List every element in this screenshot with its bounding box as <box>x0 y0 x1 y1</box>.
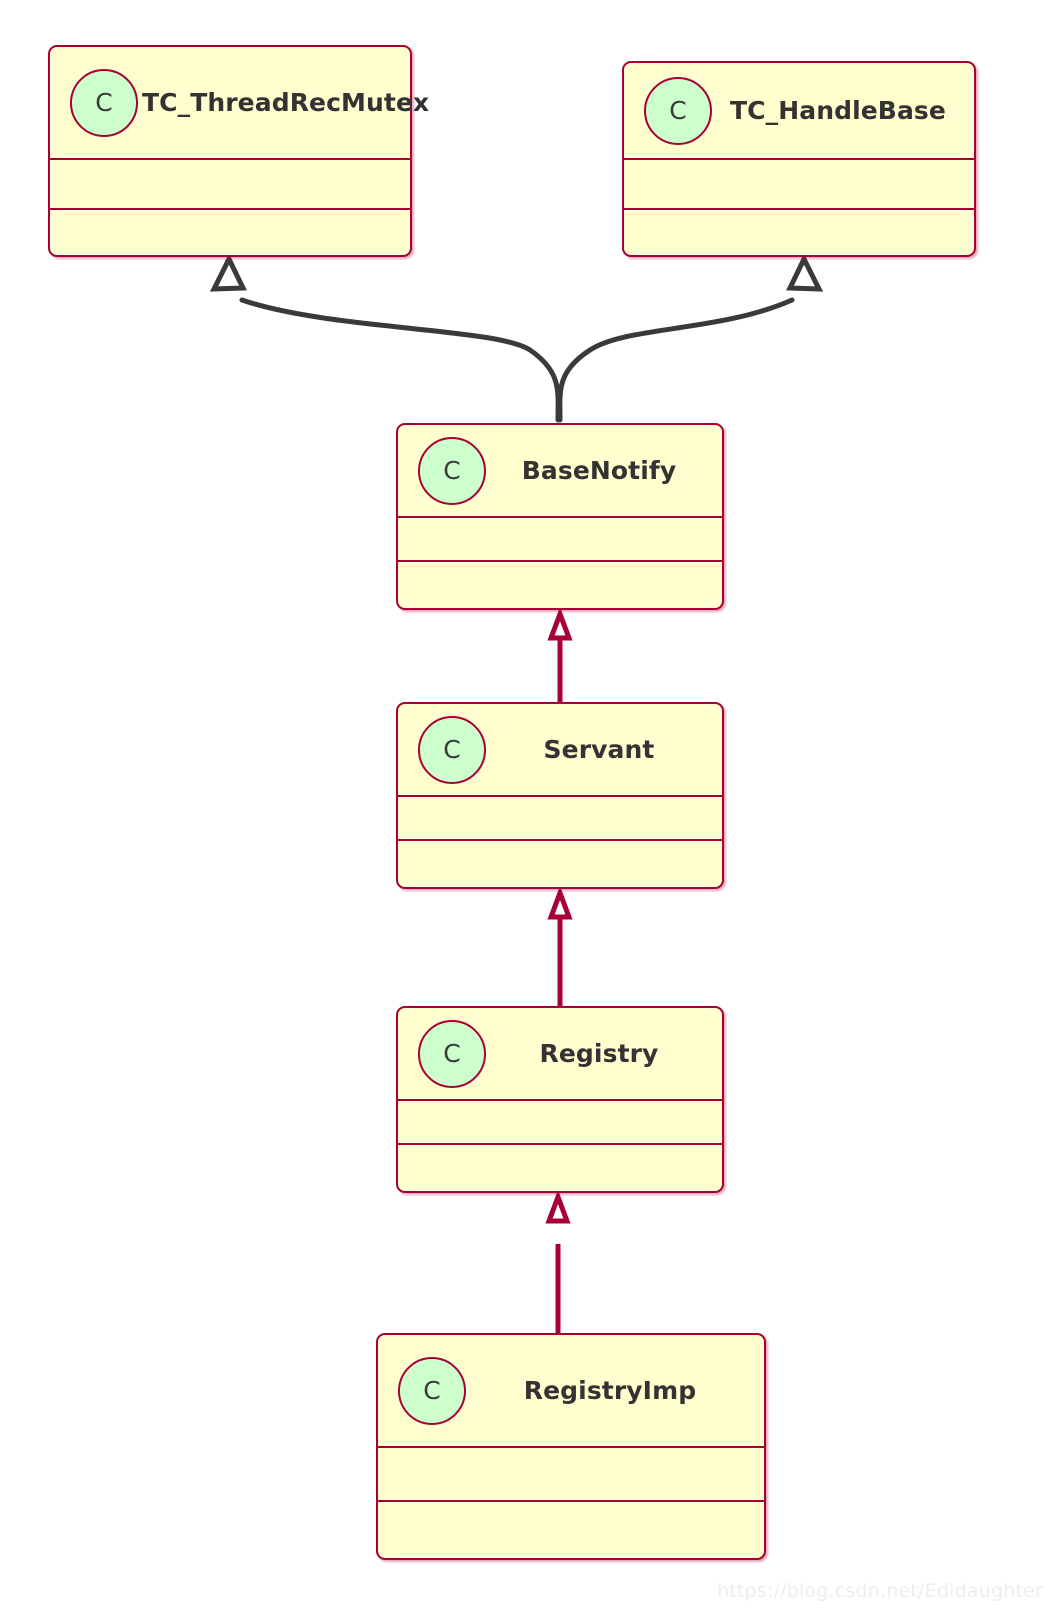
class-attributes-compartment <box>398 518 722 562</box>
class-header: C RegistryImp <box>378 1335 764 1448</box>
edge-basenotify-to-tc-threadrecmutex <box>209 253 561 423</box>
class-header: C Servant <box>398 704 722 797</box>
class-name-label: TC_HandleBase <box>730 96 946 125</box>
class-name-label: BaseNotify <box>521 456 677 485</box>
class-name-label: Registry <box>539 1039 659 1068</box>
edge-registryimp-to-registry <box>545 1189 571 1333</box>
class-stereotype-icon: C <box>418 436 486 505</box>
uml-class-registry[interactable]: C Registry <box>396 1006 724 1193</box>
edge-registry-to-servant <box>547 885 573 1006</box>
class-name-label: RegistryImp <box>523 1376 697 1405</box>
class-stereotype-icon: C <box>418 1019 486 1088</box>
class-name-label: Servant <box>543 735 655 764</box>
class-name-label: TC_ThreadRecMutex <box>142 88 430 117</box>
class-stereotype-icon: C <box>644 76 712 145</box>
uml-class-registryimp[interactable]: C RegistryImp <box>376 1333 766 1560</box>
class-stereotype-icon: C <box>418 715 486 784</box>
class-attributes-compartment <box>398 1101 722 1145</box>
class-methods-compartment <box>398 562 722 608</box>
class-stereotype-icon: C <box>70 68 138 137</box>
class-attributes-compartment <box>378 1448 764 1502</box>
uml-class-servant[interactable]: C Servant <box>396 702 724 889</box>
class-stereotype-icon: C <box>398 1356 466 1425</box>
class-methods-compartment <box>378 1502 764 1558</box>
uml-class-tc-threadrecmutex[interactable]: C TC_ThreadRecMutex <box>48 45 429 257</box>
class-header: C TC_ThreadRecMutex <box>50 47 429 160</box>
class-attributes-compartment <box>398 797 722 841</box>
class-header: C TC_HandleBase <box>624 63 974 160</box>
edge-basenotify-to-tc-handlebase <box>557 253 824 423</box>
uml-class-basenotify[interactable]: C BaseNotify <box>396 423 724 610</box>
uml-class-tc-handlebase[interactable]: C TC_HandleBase <box>622 61 976 257</box>
class-methods-compartment <box>50 210 410 255</box>
class-attributes-compartment <box>624 160 974 210</box>
class-methods-compartment <box>398 1145 722 1191</box>
watermark-text: https://blog.csdn.net/Edidaughter <box>717 1580 1043 1602</box>
class-methods-compartment <box>624 210 974 255</box>
class-header: C Registry <box>398 1008 722 1101</box>
class-header: C BaseNotify <box>398 425 722 518</box>
class-attributes-compartment <box>50 160 410 210</box>
edge-servant-to-basenotify <box>547 606 573 702</box>
class-methods-compartment <box>398 841 722 887</box>
